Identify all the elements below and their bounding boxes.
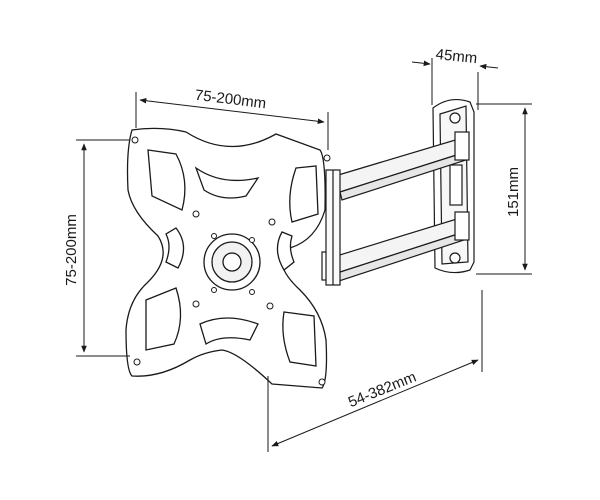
dimension-vesa-height	[76, 139, 130, 357]
center-hub	[203, 233, 261, 291]
dimension-vesa-width	[135, 92, 329, 150]
dimension-extension	[267, 290, 483, 452]
wall-screw-hole-top	[449, 112, 461, 124]
label-plate-height: 151mm	[505, 167, 522, 217]
vesa-plate	[125, 127, 331, 389]
label-plate-depth: 45mm	[435, 46, 478, 67]
label-vesa-height: 75-200mm	[63, 214, 80, 286]
swing-arm	[321, 131, 470, 286]
wall-screw-hole-bottom	[449, 252, 461, 264]
dimension-plate-height	[476, 103, 532, 275]
label-vesa-width: 75-200mm	[194, 87, 267, 113]
vesa-cutouts	[145, 149, 319, 367]
